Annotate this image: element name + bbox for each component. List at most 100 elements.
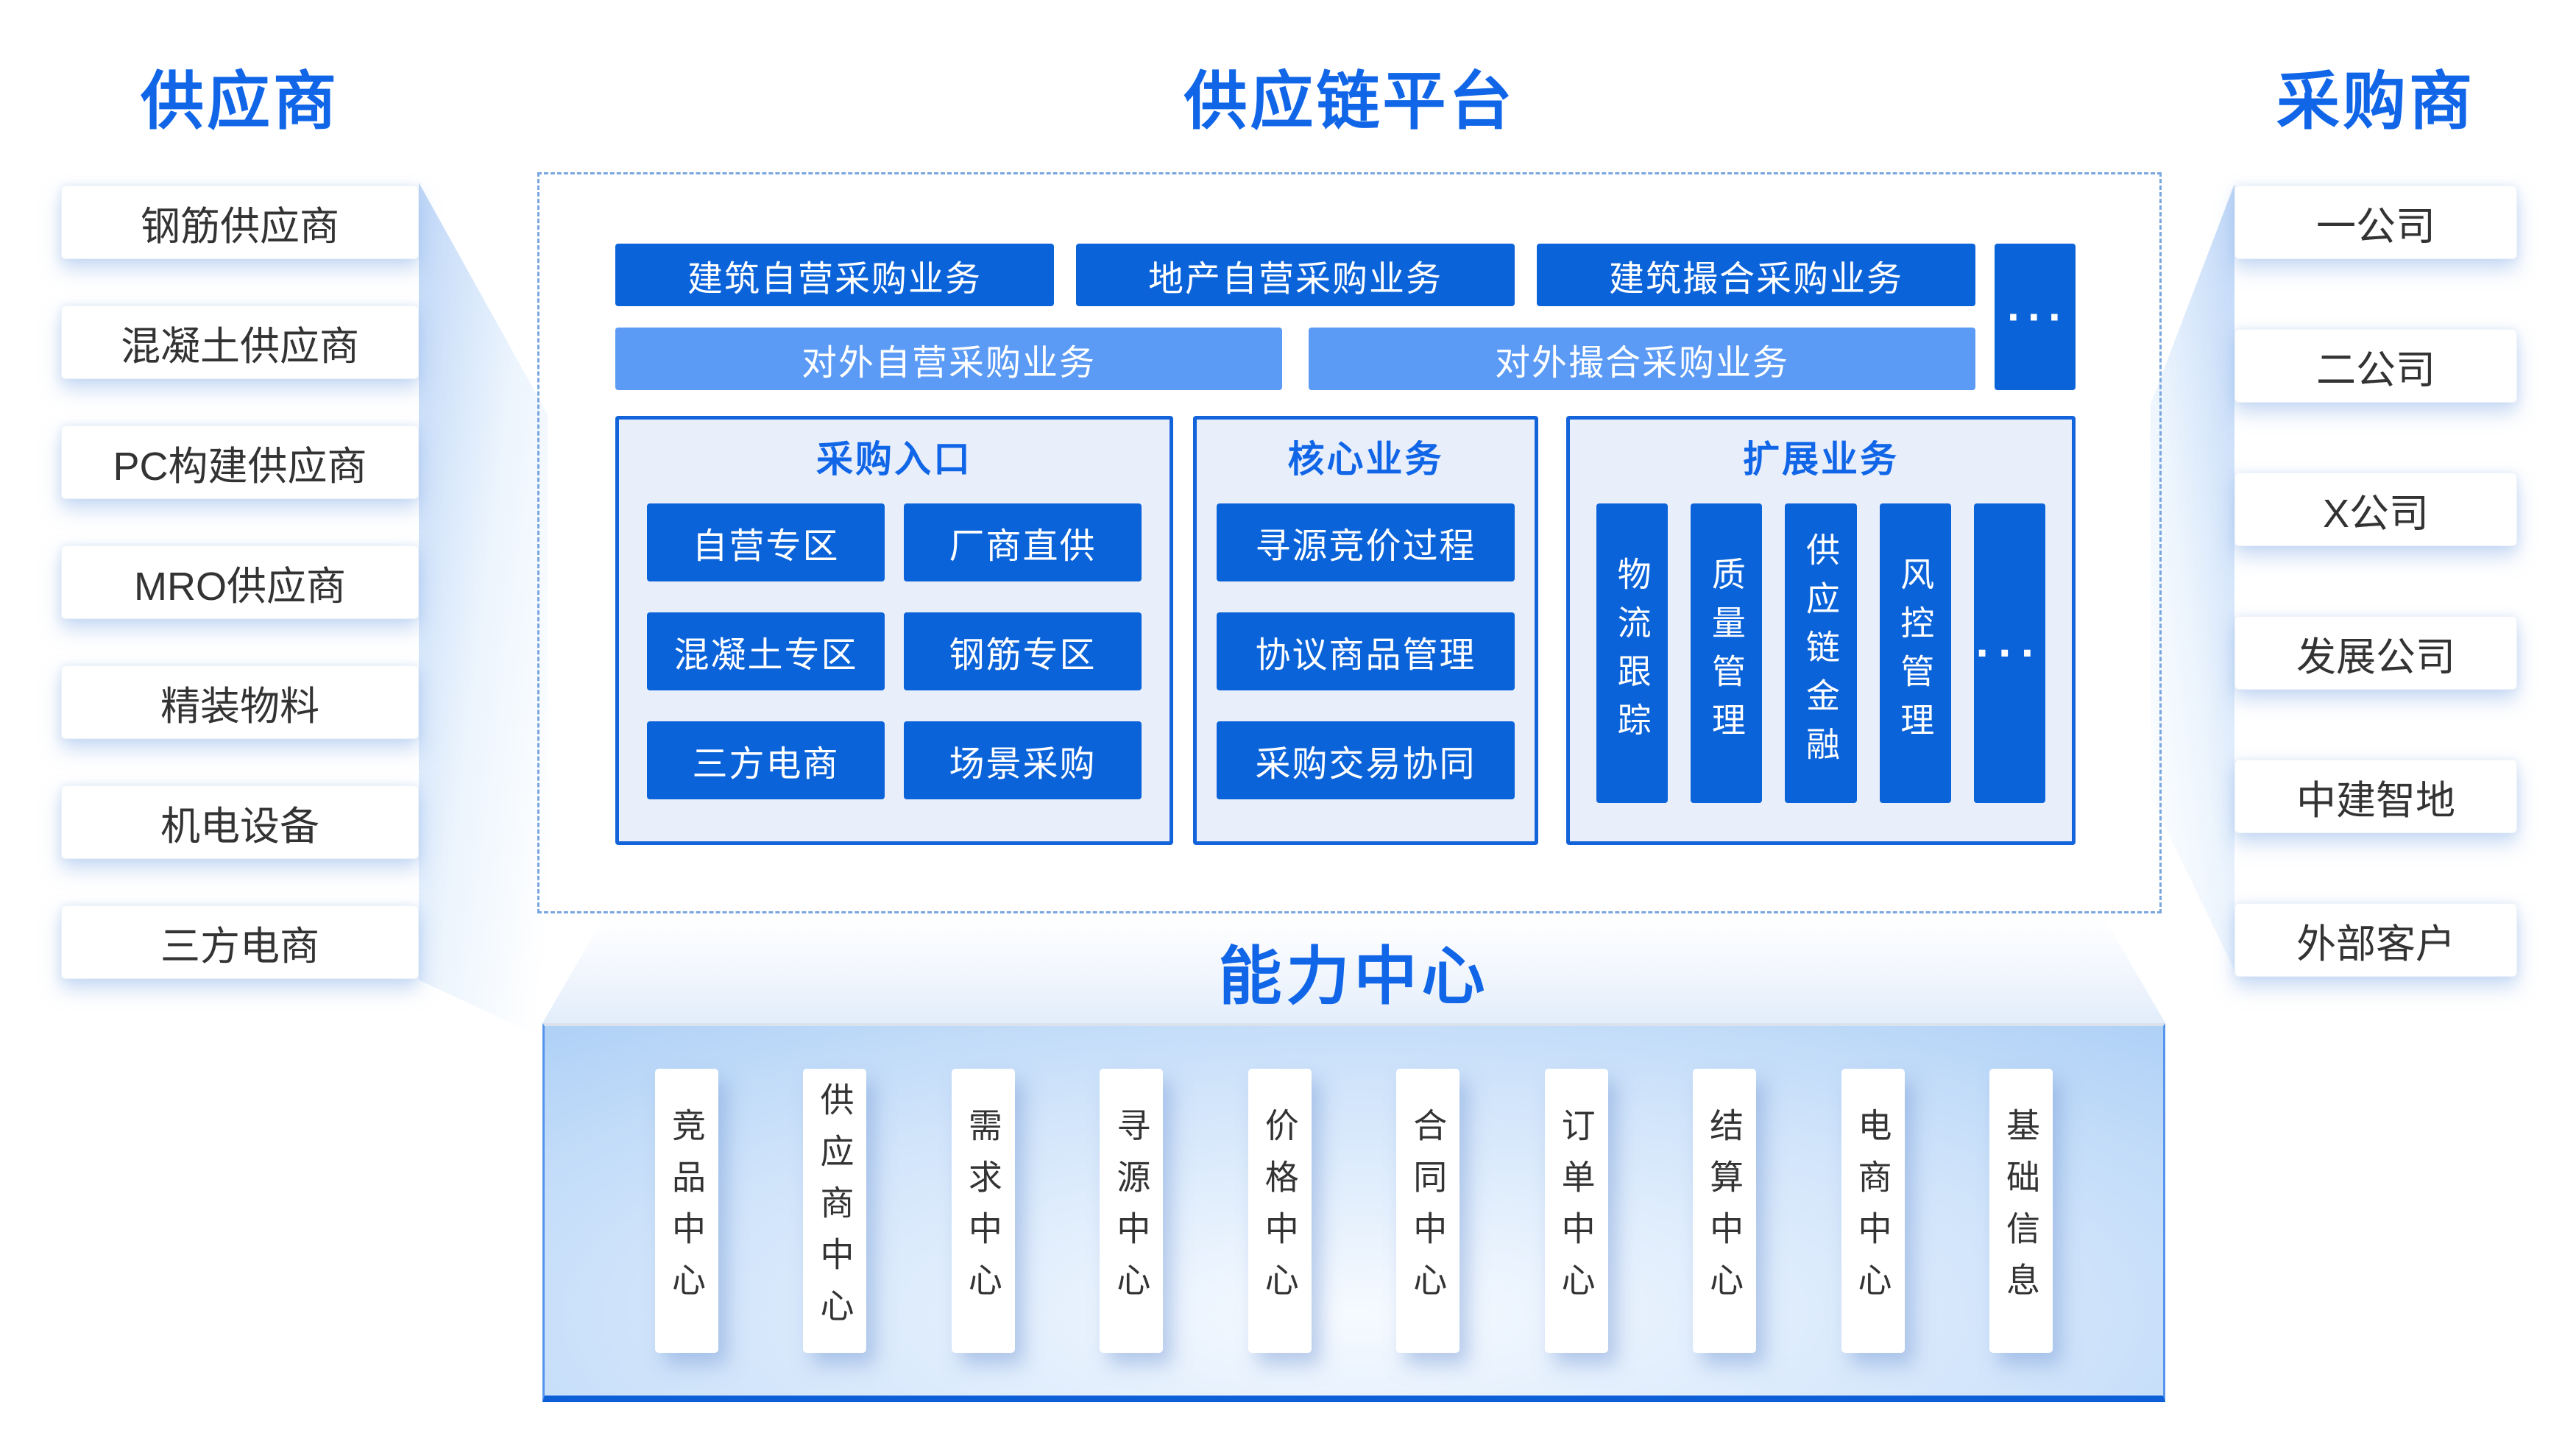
supplier-box: MRO供应商 [61, 545, 419, 619]
capability-card: 价格中心 [1248, 1069, 1312, 1353]
purchasers-list: 一公司 二公司 X公司 发展公司 中建智地 外部客户 [2234, 185, 2517, 977]
entry-button-label: 场景采购 [949, 745, 1097, 784]
entry-button-label: 厂商直供 [949, 527, 1097, 566]
purchaser-label: X公司 [2322, 491, 2430, 536]
capability-card-label: 寻源中心 [1112, 1108, 1151, 1314]
supplier-label: 精装物料 [160, 684, 319, 729]
supplier-label: 机电设备 [160, 804, 319, 849]
entry-button-label: 钢筋专区 [949, 636, 1097, 675]
purchaser-label: 外部客户 [2296, 922, 2455, 966]
purchaser-box: 外部客户 [2234, 903, 2517, 977]
panel-extension-business-title: 扩展业务 [1743, 439, 1899, 480]
capability-card-label: 基础信息 [2001, 1108, 2040, 1314]
capability-card: 基础信息 [1989, 1069, 2053, 1353]
purchaser-box: 一公司 [2234, 185, 2517, 259]
panel-procurement-entry: 采购入口 自营专区 厂商直供 混凝土专区 钢筋专区 [615, 416, 1173, 845]
extension-column: 风控管理 [1879, 503, 1951, 803]
suppliers-list: 钢筋供应商 混凝土供应商 PC构建供应商 MRO供应商 精装物料 机电设备 [61, 185, 419, 979]
business-button-label: 建筑撮合采购业务 [1608, 259, 1903, 299]
capability-card: 合同中心 [1396, 1069, 1460, 1353]
entry-button-label: 三方电商 [692, 745, 840, 784]
capability-card: 供应商中心 [803, 1069, 867, 1353]
core-button: 寻源竞价过程 [1217, 503, 1515, 581]
external-business-button: 对外撮合采购业务 [1309, 328, 1975, 390]
capability-card-label: 电商中心 [1853, 1108, 1892, 1314]
purchaser-box: 中建智地 [2234, 760, 2517, 833]
capability-card: 竞品中心 [655, 1069, 718, 1353]
supplier-box: PC构建供应商 [61, 425, 419, 499]
left-connector-glow [419, 183, 548, 1040]
capability-card: 订单中心 [1544, 1069, 1608, 1353]
purchasers-title: 采购商 [2276, 66, 2475, 137]
purchaser-label: 中建智地 [2296, 778, 2455, 823]
purchaser-label: 一公司 [2316, 204, 2435, 249]
capability-card: 寻源中心 [1100, 1069, 1164, 1353]
core-button-label: 寻源竞价过程 [1255, 527, 1476, 566]
more-business-box: ··· [1995, 244, 2076, 390]
supplier-label: 钢筋供应商 [141, 204, 339, 249]
supplier-box: 钢筋供应商 [61, 185, 419, 259]
business-button: 地产自营采购业务 [1076, 244, 1515, 306]
supplier-box: 混凝土供应商 [61, 305, 419, 379]
extension-column: 质量管理 [1691, 503, 1763, 803]
entry-button: 钢筋专区 [904, 612, 1142, 690]
entry-button-label: 自营专区 [692, 527, 840, 566]
core-button: 协议商品管理 [1217, 612, 1515, 690]
core-button-label: 协议商品管理 [1255, 636, 1476, 675]
supplier-label: 混凝土供应商 [121, 324, 359, 369]
right-connector-glow [2151, 184, 2234, 970]
external-business-label: 对外自营采购业务 [801, 343, 1096, 383]
core-button: 采购交易协同 [1217, 721, 1515, 799]
purchaser-label: 发展公司 [2296, 634, 2455, 679]
capability-card-label: 合同中心 [1409, 1108, 1448, 1314]
core-button-label: 采购交易协同 [1255, 745, 1476, 784]
purchaser-box: 二公司 [2234, 329, 2517, 403]
capability-title: 能力中心 [1218, 941, 1490, 1012]
business-button: 建筑撮合采购业务 [1537, 244, 1975, 306]
extension-column-label: 质量管理 [1707, 556, 1746, 751]
entry-button-label: 混凝土专区 [673, 636, 858, 675]
panel-core-business: 核心业务 寻源竞价过程 协议商品管理 采购交易协同 [1193, 416, 1538, 845]
capability-card: 需求中心 [951, 1069, 1015, 1353]
external-business-button: 对外自营采购业务 [615, 328, 1282, 390]
ellipsis-icon: ··· [2007, 292, 2069, 342]
purchaser-box: X公司 [2234, 473, 2517, 546]
business-button: 建筑自营采购业务 [615, 244, 1054, 306]
entry-button: 场景采购 [904, 721, 1142, 799]
supplier-box: 三方电商 [61, 905, 419, 979]
capability-stage-roof: 能力中心 [542, 918, 2165, 1023]
capability-card-label: 结算中心 [1705, 1108, 1744, 1314]
extension-column: 供应链金融 [1785, 503, 1857, 803]
extension-column-label: 供应链金融 [1802, 531, 1841, 775]
extension-column: ··· [1973, 503, 2046, 803]
panel-procurement-entry-title: 采购入口 [816, 439, 972, 480]
external-business-label: 对外撮合采购业务 [1494, 343, 1789, 383]
platform-boundary: 建筑自营采购业务 地产自营采购业务 建筑撮合采购业务 ··· 对外自营采购业务 [537, 172, 2162, 913]
extension-column-label: 物流跟踪 [1613, 556, 1652, 751]
core-button-grid: 寻源竞价过程 协议商品管理 采购交易协同 [1217, 503, 1515, 799]
capability-stage: 竞品中心 供应商中心 需求中心 寻源中心 价格中心 合同中心 订单中心 [542, 1023, 2165, 1402]
capability-card-label: 订单中心 [1557, 1108, 1596, 1314]
capability-card-label: 价格中心 [1260, 1108, 1299, 1314]
supplier-label: PC构建供应商 [113, 444, 367, 489]
capability-card-label: 需求中心 [963, 1108, 1002, 1314]
supplier-label: 三方电商 [160, 924, 319, 969]
supplier-label: MRO供应商 [134, 564, 346, 609]
entry-button: 自营专区 [647, 503, 885, 581]
supplier-box: 精装物料 [61, 665, 419, 739]
extension-column: 物流跟踪 [1596, 503, 1669, 803]
entry-button: 三方电商 [647, 721, 885, 799]
entry-button: 混凝土专区 [647, 612, 885, 690]
capability-card-label: 供应商中心 [815, 1082, 854, 1340]
purchaser-box: 发展公司 [2234, 616, 2517, 690]
suppliers-title: 供应商 [141, 66, 339, 137]
capability-card: 结算中心 [1693, 1069, 1757, 1353]
entry-button-grid: 自营专区 厂商直供 混凝土专区 钢筋专区 三方电商 [647, 503, 1142, 799]
business-button-label: 建筑自营采购业务 [687, 259, 982, 299]
business-row-2: 对外自营采购业务 对外撮合采购业务 [615, 328, 1975, 390]
purchaser-label: 二公司 [2316, 347, 2435, 392]
panel-core-business-title: 核心业务 [1287, 439, 1444, 480]
extension-column-label: 风控管理 [1896, 556, 1935, 751]
supplier-box: 机电设备 [61, 785, 419, 859]
